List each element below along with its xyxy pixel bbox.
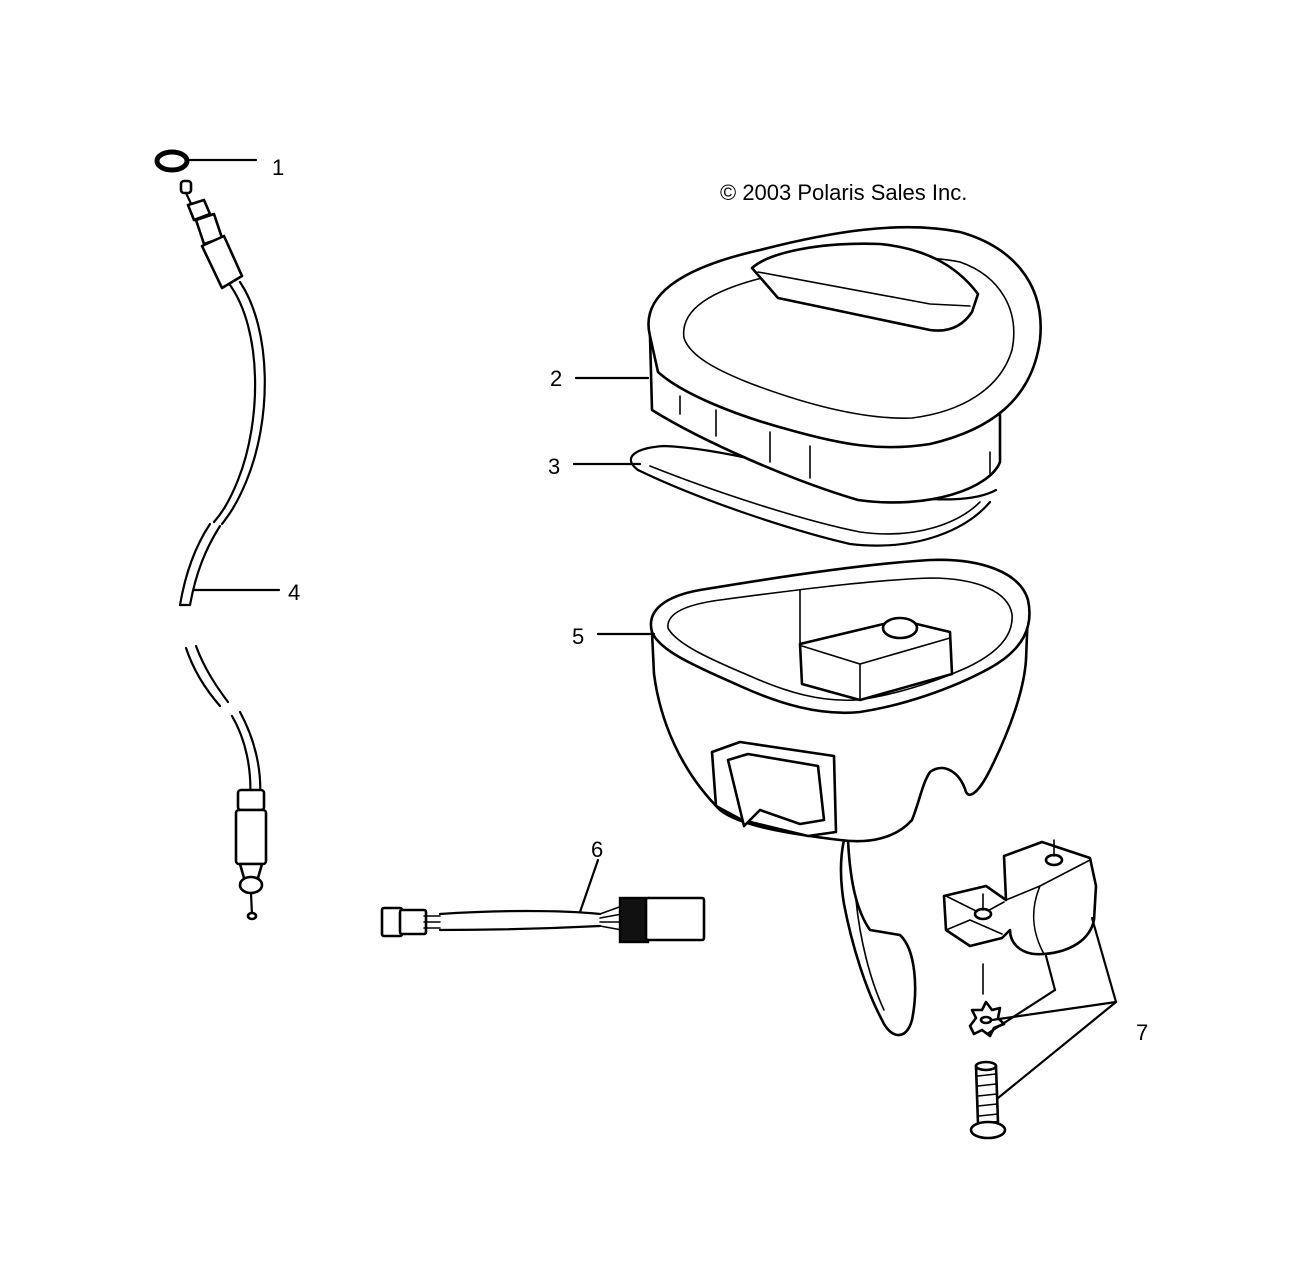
copyright-notice: © 2003 Polaris Sales Inc. xyxy=(720,180,967,205)
part-2-housing-cover xyxy=(647,225,1042,504)
part-7-clamp-hardware xyxy=(942,839,1098,1140)
leader-line-6 xyxy=(578,858,600,914)
leader-lines-7 xyxy=(985,916,1118,1100)
callout-2: 2 xyxy=(550,366,562,391)
callout-4: 4 xyxy=(288,580,300,605)
callout-7: 7 xyxy=(1136,1020,1148,1045)
callout-5: 5 xyxy=(572,624,584,649)
part-6-wiring-harness xyxy=(380,896,706,944)
part-4-throttle-cable xyxy=(178,179,268,921)
part-5-throttle-housing xyxy=(649,558,1031,1037)
callout-3: 3 xyxy=(548,454,560,479)
callout-6: 6 xyxy=(591,837,603,862)
callout-1: 1 xyxy=(272,155,284,180)
part-1-o-ring xyxy=(154,149,190,173)
